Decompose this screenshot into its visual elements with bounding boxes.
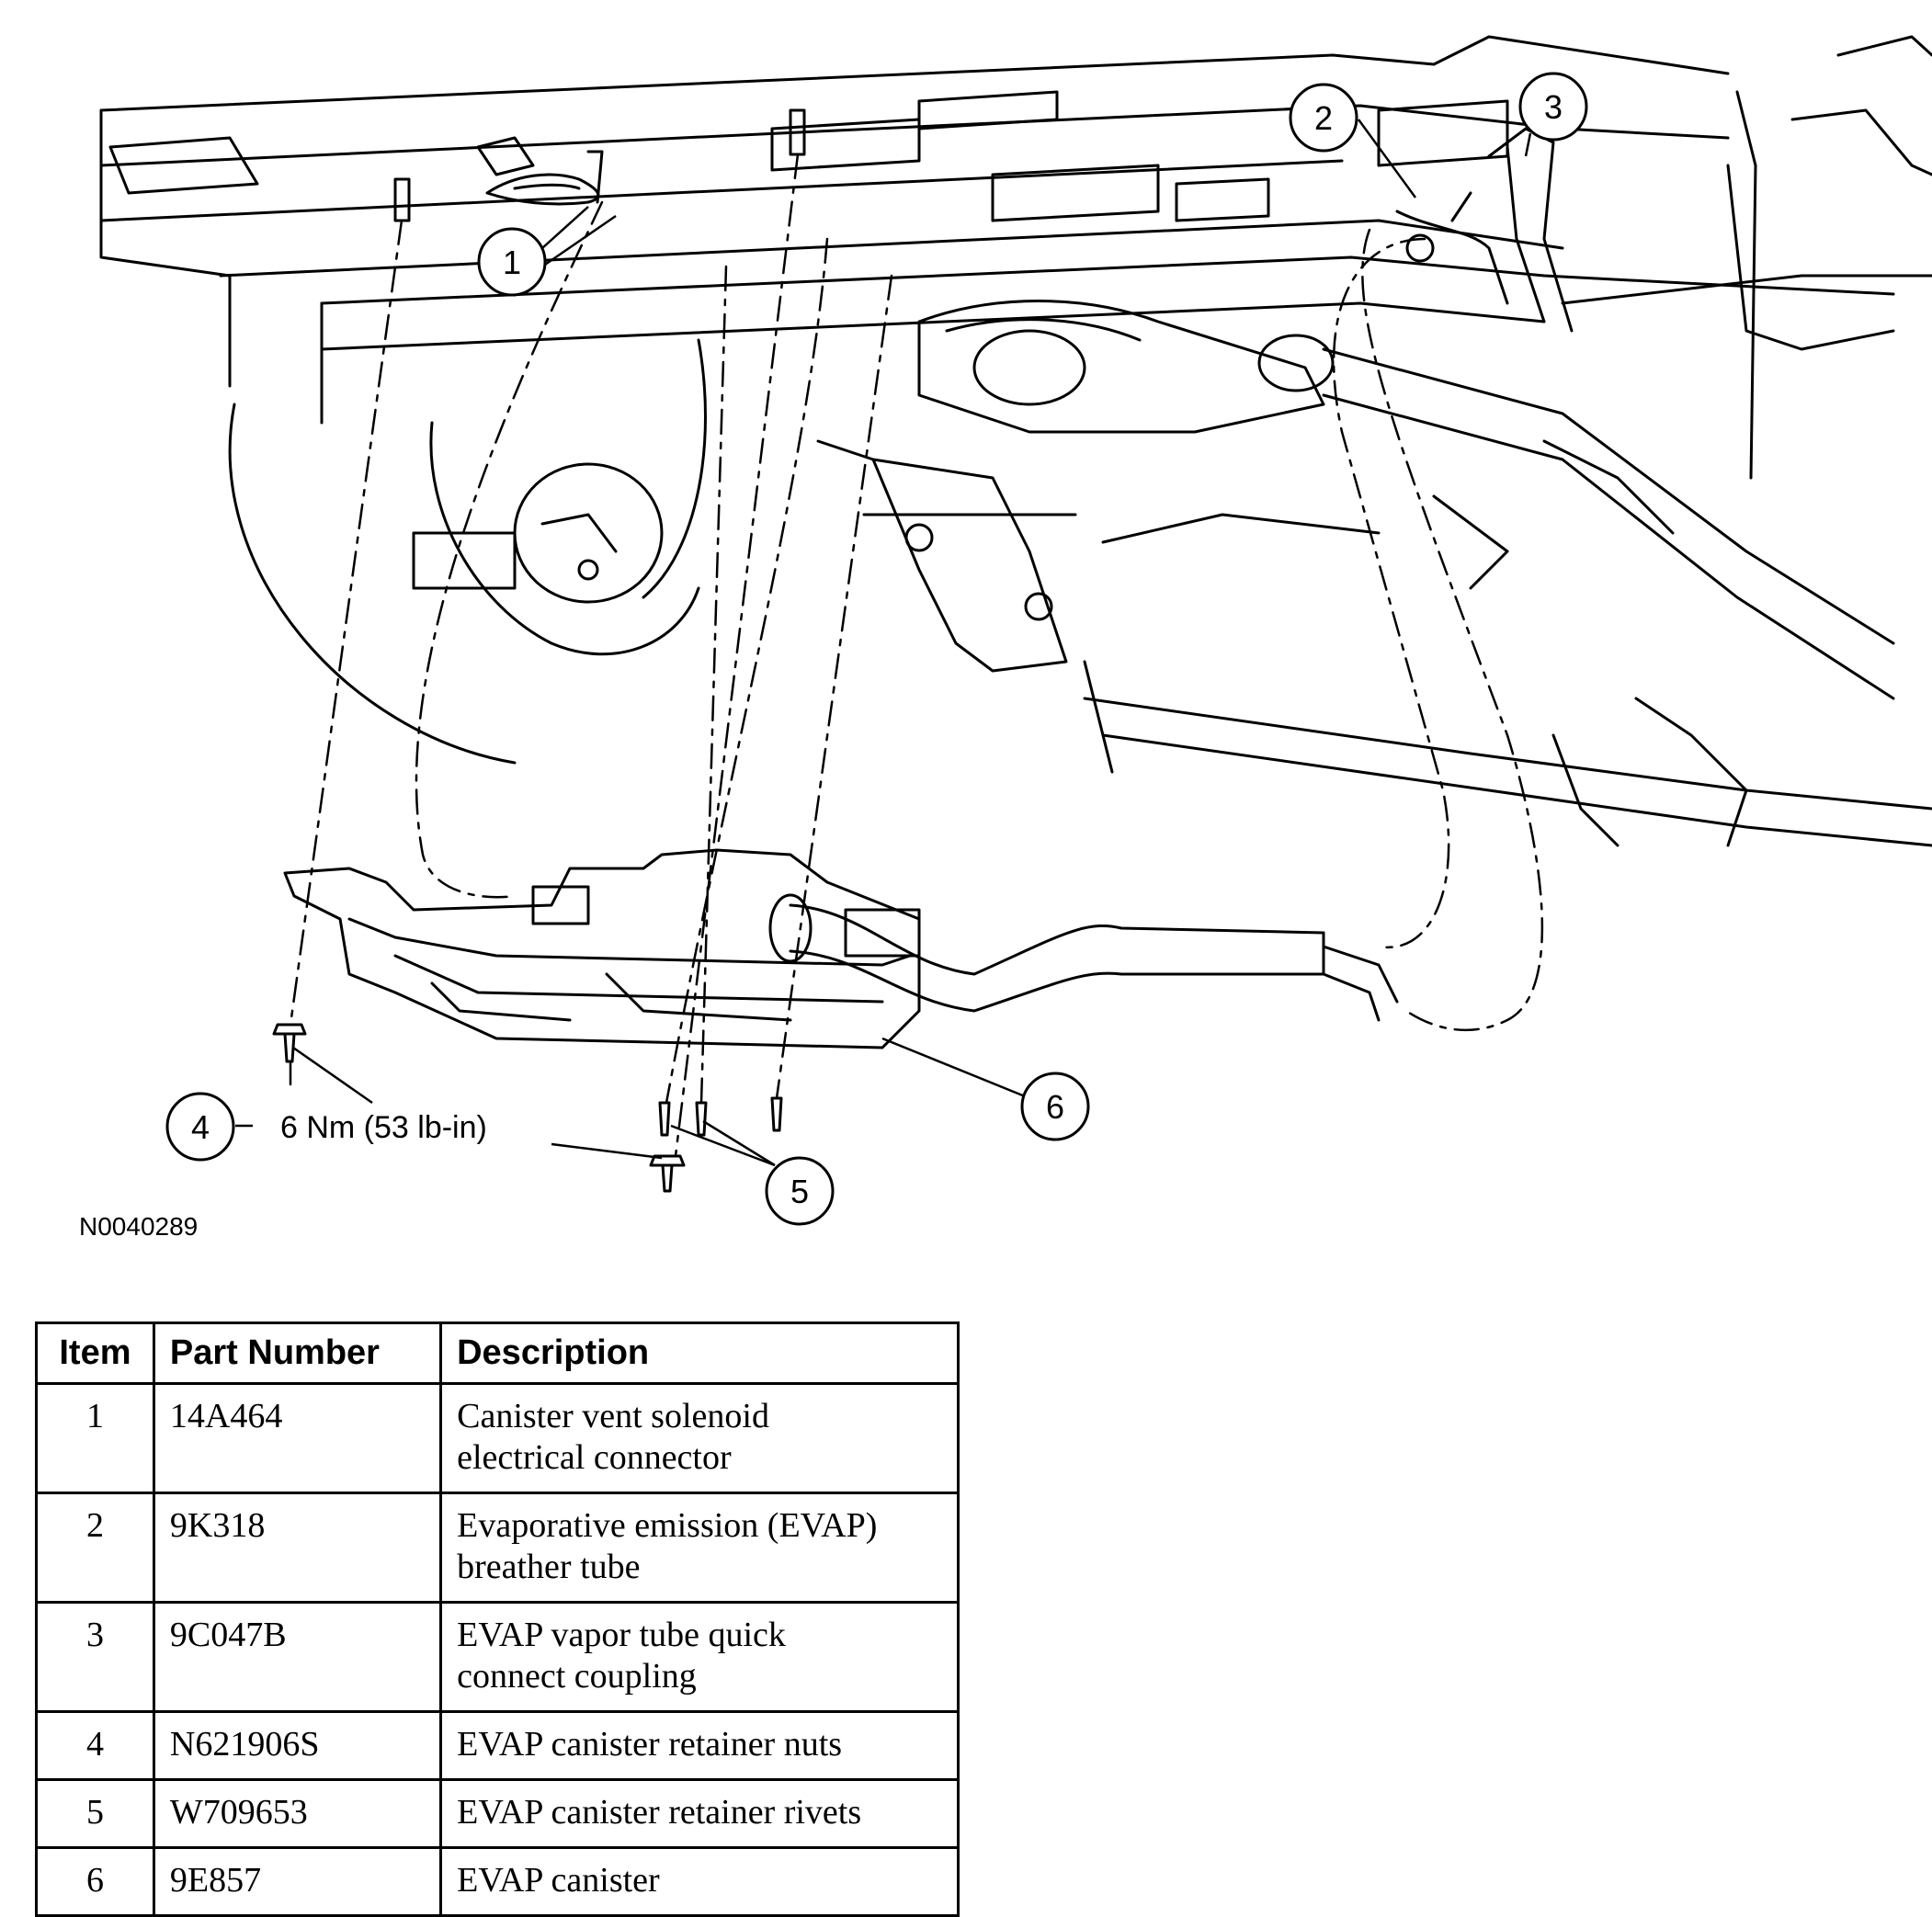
cell-item: 6 xyxy=(35,1846,155,1917)
alignment-lines xyxy=(289,153,1544,1158)
cell-description: Evaporative emission (EVAP) breather tub… xyxy=(439,1492,960,1604)
cell-item: 1 xyxy=(35,1382,155,1494)
underbody-frame xyxy=(99,35,1932,480)
cell-description: EVAP canister retainer nuts xyxy=(439,1710,960,1781)
figure-id: N0040289 xyxy=(79,1212,198,1241)
cell-part-number: 9E857 xyxy=(152,1846,443,1917)
description-line: electrical connector xyxy=(457,1438,732,1477)
svg-text:5: 5 xyxy=(790,1173,809,1210)
cell-part-number: 14A464 xyxy=(152,1382,443,1494)
table-row: 2 9K318 Evaporative emission (EVAP) brea… xyxy=(35,1492,960,1604)
center-bracket xyxy=(816,439,1381,673)
svg-text:6: 6 xyxy=(1046,1088,1064,1126)
table-row: 6 9E857 EVAP canister xyxy=(35,1846,960,1917)
svg-text:1: 1 xyxy=(503,244,521,281)
table-row: 3 9C047B EVAP vapor tube quick connect c… xyxy=(35,1601,960,1713)
cell-item: 2 xyxy=(35,1492,155,1604)
svg-text:2: 2 xyxy=(1314,99,1333,137)
description-line: breather tube xyxy=(457,1548,641,1586)
description-line: Evaporative emission (EVAP) xyxy=(457,1506,878,1545)
callout-3: 3 xyxy=(1518,72,1588,142)
driveshaft-assembly xyxy=(917,300,1932,847)
frame-tube-2-3 xyxy=(1395,127,1574,333)
retainer-studs xyxy=(393,108,806,222)
table-row: 5 W709653 EVAP canister retainer rivets xyxy=(35,1778,960,1849)
callout-1: 1 xyxy=(477,227,547,297)
svg-text:4: 4 xyxy=(191,1108,210,1146)
parts-table: Item Part Number Description 1 14A464 Ca… xyxy=(35,1321,960,1917)
description-line: Canister vent solenoid xyxy=(457,1397,769,1435)
table-row: 4 N621906S EVAP canister retainer nuts xyxy=(35,1710,960,1781)
description-line: EVAP canister retainer nuts xyxy=(457,1725,843,1764)
cell-description: EVAP vapor tube quick connect coupling xyxy=(439,1601,960,1713)
description-line: EVAP canister xyxy=(457,1861,660,1900)
callout-6: 6 xyxy=(1020,1072,1090,1141)
cell-description: EVAP canister retainer rivets xyxy=(439,1778,960,1849)
callout-2: 2 xyxy=(1289,83,1358,153)
description-line: connect coupling xyxy=(457,1657,697,1696)
torque-spec-label: 6 Nm (53 lb-in) xyxy=(280,1110,487,1145)
table-header-row: Item Part Number Description xyxy=(35,1321,960,1385)
cell-part-number: N621906S xyxy=(152,1710,443,1781)
retainer-nut-center xyxy=(649,1154,686,1193)
header-description: Description xyxy=(439,1321,960,1385)
table-row: 1 14A464 Canister vent solenoid electric… xyxy=(35,1382,960,1494)
cell-part-number: 9C047B xyxy=(152,1601,443,1713)
retainer-nut-left xyxy=(272,1023,307,1063)
leader-lines xyxy=(235,119,1532,1167)
evap-canister-diagram: 1 2 3 4 5 6 6 Nm (53 lb-in) N0040289 xyxy=(79,35,1932,1241)
header-item: Item xyxy=(35,1321,155,1385)
cell-item: 5 xyxy=(35,1778,155,1849)
description-line: EVAP vapor tube quick xyxy=(457,1616,786,1654)
callout-5: 5 xyxy=(765,1156,835,1226)
header-part-number: Part Number xyxy=(152,1321,443,1385)
spare-tire xyxy=(228,338,707,765)
cell-part-number: 9K318 xyxy=(152,1492,443,1604)
evap-canister xyxy=(283,848,921,1049)
description-line: EVAP canister retainer rivets xyxy=(457,1793,862,1832)
vent-solenoid-connector xyxy=(485,173,600,206)
cell-item: 4 xyxy=(35,1710,155,1781)
svg-text:3: 3 xyxy=(1544,88,1563,126)
cell-description: Canister vent solenoid electrical connec… xyxy=(439,1382,960,1494)
callout-4: 4 xyxy=(165,1092,235,1162)
cell-description: EVAP canister xyxy=(439,1846,960,1917)
evap-tubes xyxy=(789,903,1399,1022)
cell-part-number: W709653 xyxy=(152,1778,443,1849)
cell-item: 3 xyxy=(35,1601,155,1713)
